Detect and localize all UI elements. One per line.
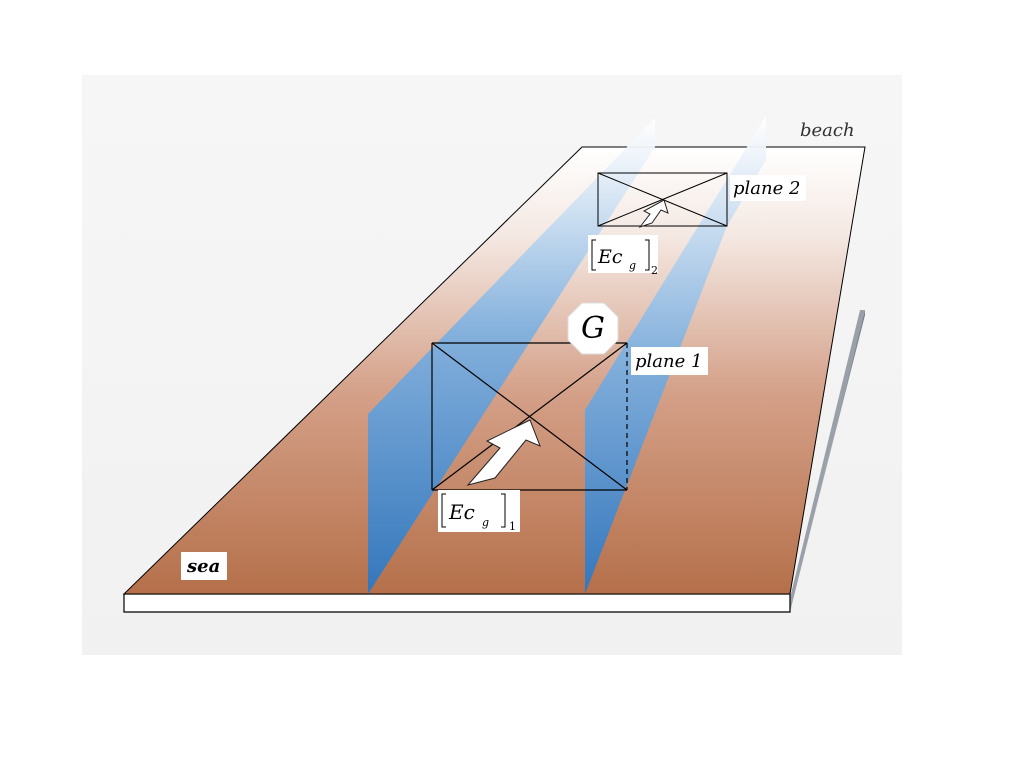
flux-2-symbol: Ec	[597, 246, 623, 268]
sea-label: sea	[186, 556, 220, 577]
flux-1-subscript: g	[482, 516, 489, 529]
gain-octagon	[567, 302, 619, 355]
flux-1-index: 1	[509, 520, 516, 533]
plane-2-label-box	[730, 175, 806, 201]
beach-label: beach	[800, 120, 855, 141]
flux-2-subscript: g	[629, 259, 636, 272]
plane-2-label: plane 2	[733, 178, 800, 199]
plane-2-frame	[597, 172, 728, 227]
flux-arrow-1	[466, 419, 541, 486]
flux-2-label-box	[588, 235, 658, 273]
flux-1-symbol: Ec	[448, 500, 475, 524]
sea-label-box	[181, 552, 227, 580]
slab-side-face-lower	[790, 310, 865, 612]
left-channel-wall	[368, 118, 655, 594]
flux-2-index: 2	[651, 264, 658, 277]
plane-1-label-box	[631, 347, 708, 375]
slab-front-face	[123, 593, 791, 613]
plane-1-label: plane 1	[635, 351, 702, 372]
flux-arrow-2	[638, 199, 669, 228]
flux-1-label-box	[438, 490, 520, 532]
gain-label: G	[581, 311, 605, 346]
flux-2-brackets	[591, 239, 650, 271]
flux-1-brackets	[441, 493, 506, 528]
